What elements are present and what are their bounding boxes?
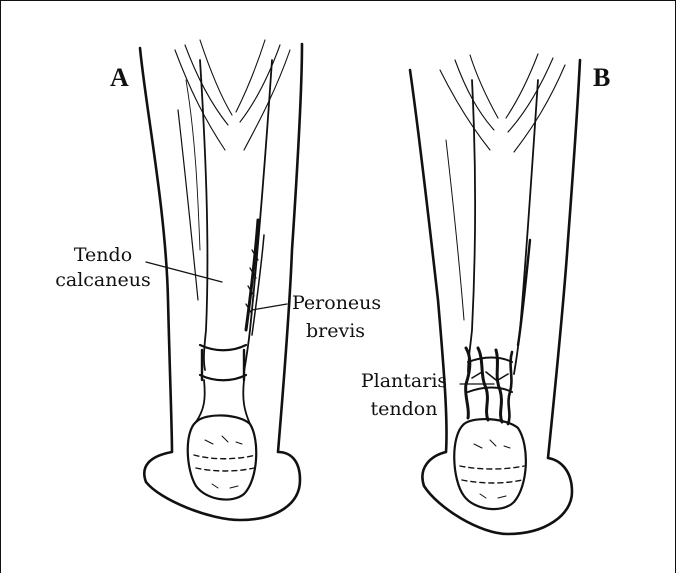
label-brevis: brevis [306, 319, 365, 344]
label-tendo: Tendo [50, 243, 156, 268]
panel-a-letter: A [110, 65, 129, 91]
label-plantaris: Plantaris [350, 369, 458, 394]
label-tendon: tendon [350, 397, 458, 422]
leg-b [410, 54, 580, 534]
leader-peroneus [252, 304, 287, 310]
leg-a [140, 40, 302, 520]
panel-b-letter: B [593, 65, 610, 91]
label-peroneus: Peroneus [292, 291, 381, 316]
label-calcaneus: calcaneus [50, 268, 156, 293]
leader-tendo [146, 262, 222, 282]
